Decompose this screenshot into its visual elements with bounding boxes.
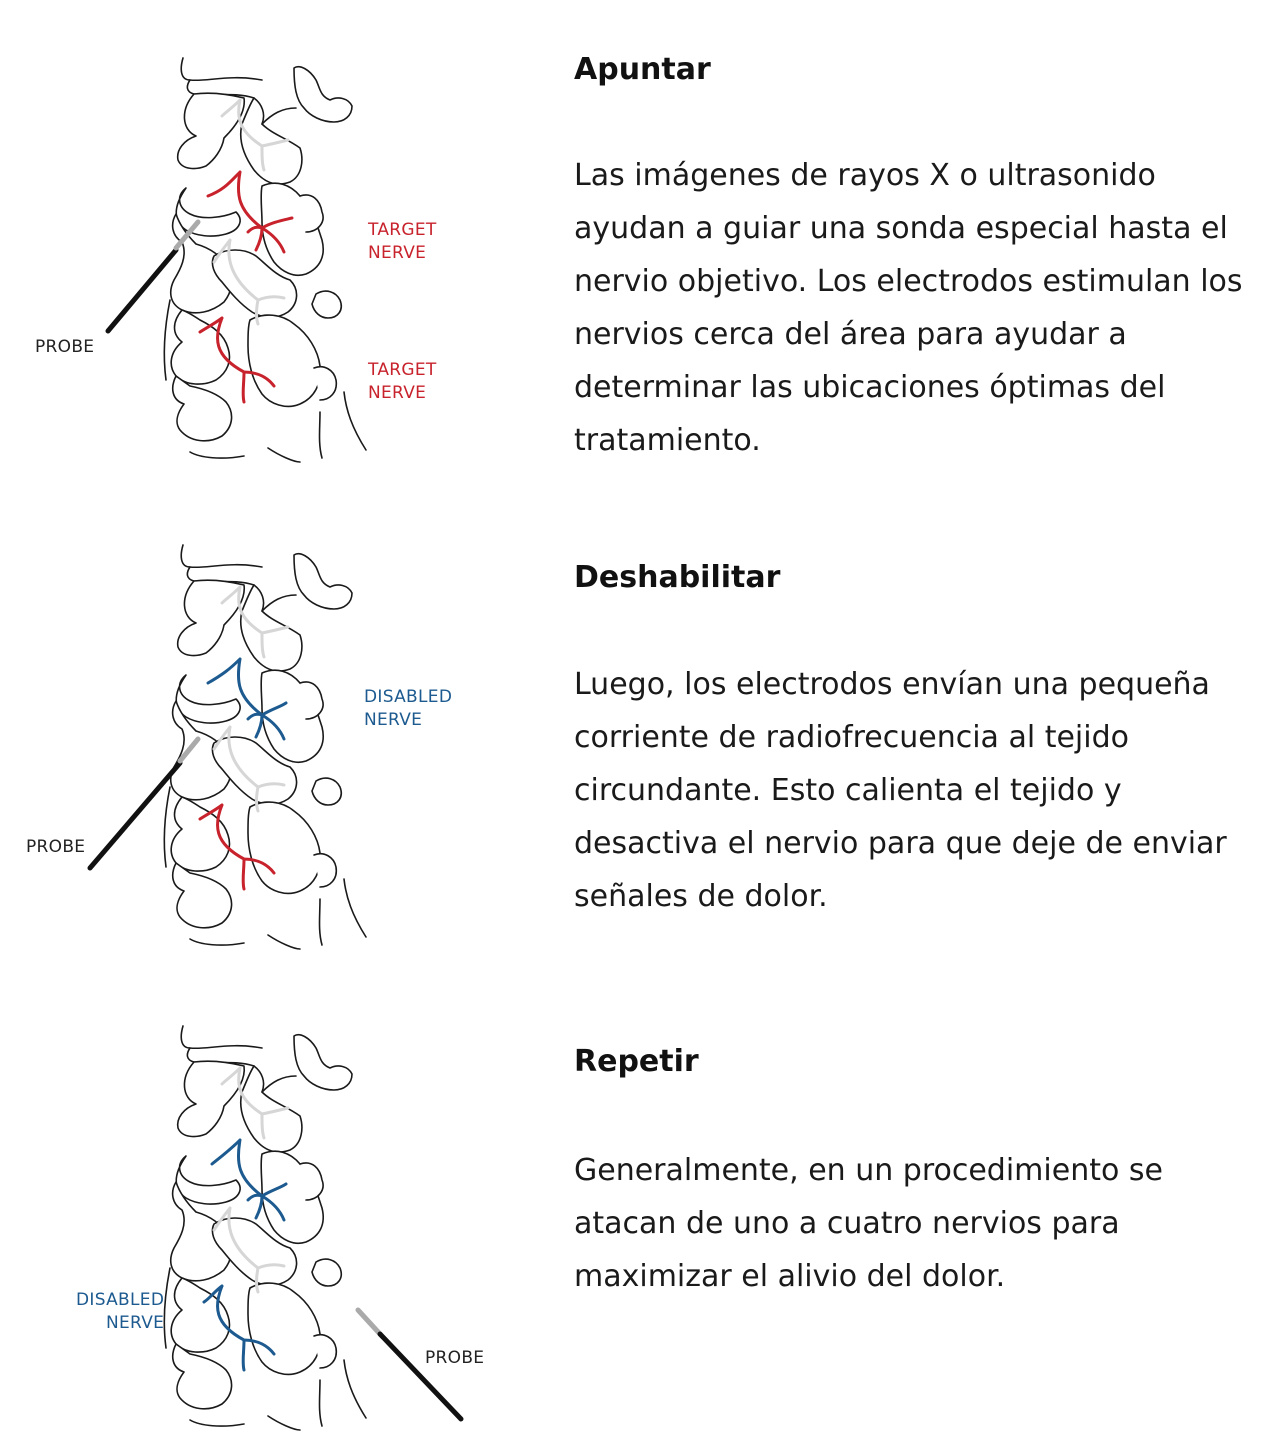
step-repeat: PROBE DISABLED NERVE Repetir Generalment… [0,990,1280,1448]
probe-shaft [105,247,179,334]
probe-shaft [87,760,183,871]
lower-nerve [202,1284,276,1372]
probe-label: PROBE [35,337,95,357]
step-title: Apuntar [574,52,711,87]
spine-diagram [105,57,367,463]
probe-tip [177,736,201,764]
label-line: TARGET [368,220,437,240]
lower-nerve [198,803,276,891]
probe-label: PROBE [26,837,86,857]
spine-illustration-repeat: PROBE DISABLED NERVE [0,990,560,1448]
label-line: DISABLED [364,687,453,707]
target-nerve-label-upper: TARGET NERVE [368,219,437,265]
label-line: NERVE [364,710,423,730]
step-description: Las imágenes de rayos X o ultrasonido ay… [574,158,1243,458]
step-title: Deshabilitar [574,560,781,595]
spine-illustration-disable: PROBE DISABLED NERVE [0,505,560,975]
upper-nerve [206,170,294,254]
probe-label: PROBE [425,1348,485,1368]
step-title: Repetir [574,1044,699,1079]
disabled-nerve-label: DISABLED NERVE [364,686,452,732]
spine-illustration-aim: PROBE TARGET NERVE TARGET NERVE [0,0,560,490]
label-line: NERVE [368,383,427,403]
label-line: NERVE [106,1313,165,1333]
step-description: Generalmente, en un procedimiento se ata… [574,1153,1163,1294]
probe-tip [355,1307,383,1337]
lower-nerve [198,316,276,404]
spine-diagram [163,1025,464,1431]
label-line: DISABLED [76,1290,165,1310]
step-disable: PROBE DISABLED NERVE Deshabilitar Luego,… [0,505,1280,975]
upper-nerve [206,657,288,741]
step-aim: PROBE TARGET NERVE TARGET NERVE Apuntar … [0,0,1280,490]
target-nerve-label-lower: TARGET NERVE [368,359,437,405]
label-line: NERVE [368,243,427,263]
spine-diagram [87,544,367,950]
probe-shaft [377,1331,464,1422]
upper-nerve [210,1138,288,1222]
label-line: TARGET [368,360,437,380]
disabled-nerve-label: DISABLED NERVE [76,1289,164,1335]
step-description: Luego, los electrodos envían una pequeña… [574,667,1227,914]
probe-tip [173,219,201,251]
